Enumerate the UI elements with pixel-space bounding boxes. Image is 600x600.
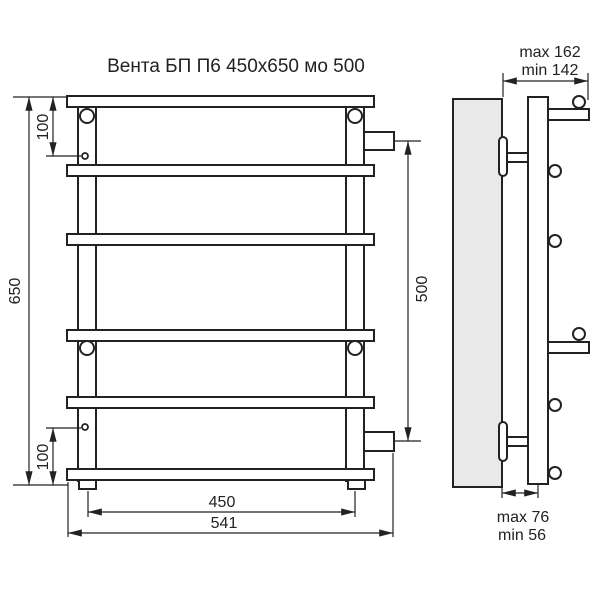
- rung-6: [66, 468, 375, 481]
- drawing-title: Вента БП П6 450x650 мо 500: [107, 56, 365, 77]
- mid-shelf-rung: [547, 341, 590, 354]
- dim-label-connection-spacing: 500: [414, 276, 431, 303]
- rung-5: [66, 396, 375, 409]
- shelf-joint-circle: [347, 108, 363, 124]
- shelf-end-circle: [572, 95, 586, 109]
- rung-end-circle: [548, 466, 562, 480]
- vent-point: [81, 423, 89, 431]
- dim-label-total-height: 650: [7, 278, 24, 305]
- rung-end-circle: [548, 398, 562, 412]
- rung-2: [66, 164, 375, 177]
- dim-label-wall-gap-max: max 76: [497, 509, 550, 526]
- top-connection-stub: [363, 131, 395, 151]
- front-view: [66, 95, 395, 490]
- right-tube: [345, 97, 365, 482]
- bracket-flange: [498, 421, 508, 462]
- rung-end-circle: [548, 234, 562, 248]
- shelf-joint-circle: [79, 108, 95, 124]
- right-foot: [347, 479, 366, 490]
- bracket-stem: [506, 152, 529, 163]
- dim-label-bottom-offset: 100: [35, 444, 52, 471]
- shelf-end-circle: [572, 327, 586, 341]
- side-tube: [527, 96, 549, 485]
- front-view-dimensions: 650 100 100 500 450 541: [7, 96, 431, 537]
- shelf-joint-circle: [347, 340, 363, 356]
- dim-label-top-offset: 100: [35, 114, 52, 141]
- rung-end-circle: [548, 164, 562, 178]
- top-shelf-rung: [547, 108, 590, 121]
- dim-label-wall-gap-min: min 56: [498, 527, 546, 544]
- vent-point: [81, 152, 89, 160]
- side-view-dimensions: max 162 min 142 max 76 min 56: [497, 44, 589, 544]
- wall: [452, 98, 503, 488]
- side-view: [452, 95, 590, 488]
- left-foot: [78, 479, 97, 490]
- bottom-connection-stub: [363, 431, 395, 452]
- bracket-flange: [498, 136, 508, 177]
- shelf-joint-circle: [79, 340, 95, 356]
- bracket-stem: [506, 436, 529, 447]
- rung-1: [66, 95, 375, 108]
- rung-3: [66, 233, 375, 246]
- dim-label-total-width: 541: [211, 515, 238, 532]
- rung-4: [66, 329, 375, 342]
- dim-label-axis-width: 450: [209, 494, 236, 511]
- dim-label-depth-max: max 162: [519, 44, 580, 61]
- dim-label-depth-min: min 142: [522, 62, 579, 79]
